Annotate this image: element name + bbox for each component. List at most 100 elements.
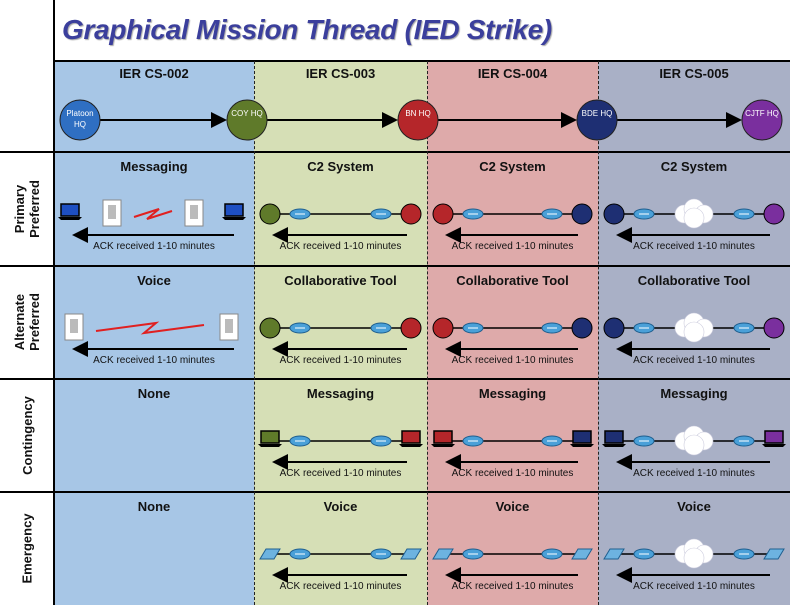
- laptop-icon-base: [399, 444, 423, 447]
- hq-node-label: BDE HQ: [581, 109, 613, 118]
- hq-endpoint-icon: [571, 203, 593, 225]
- laptop-icon-base: [58, 217, 82, 220]
- cell-title: Voice: [137, 273, 171, 288]
- radio-unit-icon: [763, 548, 785, 560]
- laptop-icon-base: [570, 444, 594, 447]
- laptop-icon: [401, 430, 421, 444]
- laptop-icon: [433, 430, 453, 444]
- hq-node: [397, 99, 439, 141]
- ack-label: ACK received 1-10 minutes: [633, 355, 755, 366]
- hq-node: [576, 99, 618, 141]
- radio-icon-body: [70, 319, 78, 333]
- hq-node-label: COY HQ: [231, 109, 263, 118]
- hq-node: [226, 99, 268, 141]
- hq-node: [741, 99, 783, 141]
- column-header: IER CS-002: [119, 66, 189, 81]
- ack-label: ACK received 1-10 minutes: [279, 581, 402, 592]
- grid-line: [0, 491, 790, 493]
- cell-title: Voice: [677, 499, 711, 514]
- cell-title: C2 System: [307, 159, 374, 174]
- cell-title: None: [137, 499, 171, 514]
- ack-label: ACK received 1-10 minutes: [633, 581, 755, 592]
- ack-label: ACK received 1-10 minutes: [633, 468, 755, 479]
- hq-endpoint-icon: [603, 317, 625, 339]
- hq-endpoint-icon: [432, 317, 454, 339]
- hq-endpoint-icon: [259, 203, 281, 225]
- radio-unit-icon: [603, 548, 625, 560]
- grid-line: [0, 265, 790, 267]
- radio-unit-icon: [432, 548, 454, 560]
- cell-title: Messaging: [120, 159, 188, 174]
- grid-line: [54, 60, 790, 62]
- hq-endpoint-icon: [571, 317, 593, 339]
- column-divider: [254, 61, 255, 605]
- hq-endpoint-icon: [763, 203, 785, 225]
- radio-icon-body: [108, 205, 116, 219]
- radio-icon-body: [225, 319, 233, 333]
- cell-title: Messaging: [306, 386, 375, 401]
- grid-line: [0, 378, 790, 380]
- ack-label: ACK received 1-10 minutes: [451, 468, 574, 479]
- grid-line: [53, 0, 55, 605]
- cloud-icon: [683, 434, 705, 456]
- laptop-icon: [60, 203, 80, 217]
- laptop-icon-base: [222, 217, 246, 220]
- cloud-icon: [683, 547, 705, 569]
- hq-endpoint-icon: [400, 317, 422, 339]
- ack-label: ACK received 1-10 minutes: [279, 355, 402, 366]
- ack-label: ACK received 1-10 minutes: [451, 355, 574, 366]
- hq-endpoint-icon: [603, 203, 625, 225]
- lightning-icon: [133, 208, 173, 220]
- column-divider: [598, 61, 599, 605]
- hq-endpoint-icon: [432, 203, 454, 225]
- radio-unit-icon: [259, 548, 281, 560]
- page-title: Graphical Mission Thread (IED Strike): [62, 14, 552, 45]
- ack-label: ACK received 1-10 minutes: [279, 241, 402, 252]
- hq-node-label: Platoon HQ: [66, 109, 94, 129]
- hq-endpoint-icon: [763, 317, 785, 339]
- column-header: IER CS-003: [305, 66, 376, 81]
- hq-endpoint-icon: [259, 317, 281, 339]
- ack-label: ACK received 1-10 minutes: [451, 241, 574, 252]
- laptop-icon: [572, 430, 592, 444]
- laptop-icon: [764, 430, 784, 444]
- lightning-icon: [95, 321, 205, 335]
- ack-label: ACK received 1-10 minutes: [451, 581, 574, 592]
- ack-label: ACK received 1-10 minutes: [633, 241, 755, 252]
- cell-title: C2 System: [660, 159, 728, 174]
- cell-title: Collaborative Tool: [284, 273, 397, 288]
- cloud-icon: [683, 207, 705, 229]
- hq-endpoint-icon: [400, 203, 422, 225]
- laptop-icon: [260, 430, 280, 444]
- ack-label: ACK received 1-10 minutes: [279, 468, 402, 479]
- radio-unit-icon: [400, 548, 422, 560]
- grid-line: [0, 151, 790, 153]
- cell-title: Collaborative Tool: [456, 273, 569, 288]
- hq-node-label: BN HQ: [405, 109, 431, 118]
- laptop-icon: [604, 430, 624, 444]
- hq-node-label: CJTF HQ: [745, 109, 779, 118]
- laptop-icon-base: [762, 444, 786, 447]
- laptop-icon: [224, 203, 244, 217]
- cell-title: Collaborative Tool: [637, 273, 751, 288]
- radio-icon-body: [190, 205, 198, 219]
- ack-label: ACK received 1-10 minutes: [93, 355, 215, 366]
- cell-title: None: [137, 386, 171, 401]
- cell-title: Voice: [495, 499, 530, 514]
- radio-unit-icon: [571, 548, 593, 560]
- cell-title: Messaging: [478, 386, 547, 401]
- cell-title: Messaging: [660, 386, 728, 401]
- column-divider: [427, 61, 428, 605]
- cloud-icon: [683, 321, 705, 343]
- laptop-icon-base: [431, 444, 455, 447]
- laptop-icon-base: [258, 444, 282, 447]
- hq-node: [59, 99, 101, 141]
- cell-title: Voice: [323, 499, 358, 514]
- ack-label: ACK received 1-10 minutes: [93, 241, 215, 252]
- cell-title: C2 System: [479, 159, 546, 174]
- column-header: IER CS-005: [659, 66, 729, 81]
- laptop-icon-base: [602, 444, 626, 447]
- column-header: IER CS-004: [477, 66, 548, 81]
